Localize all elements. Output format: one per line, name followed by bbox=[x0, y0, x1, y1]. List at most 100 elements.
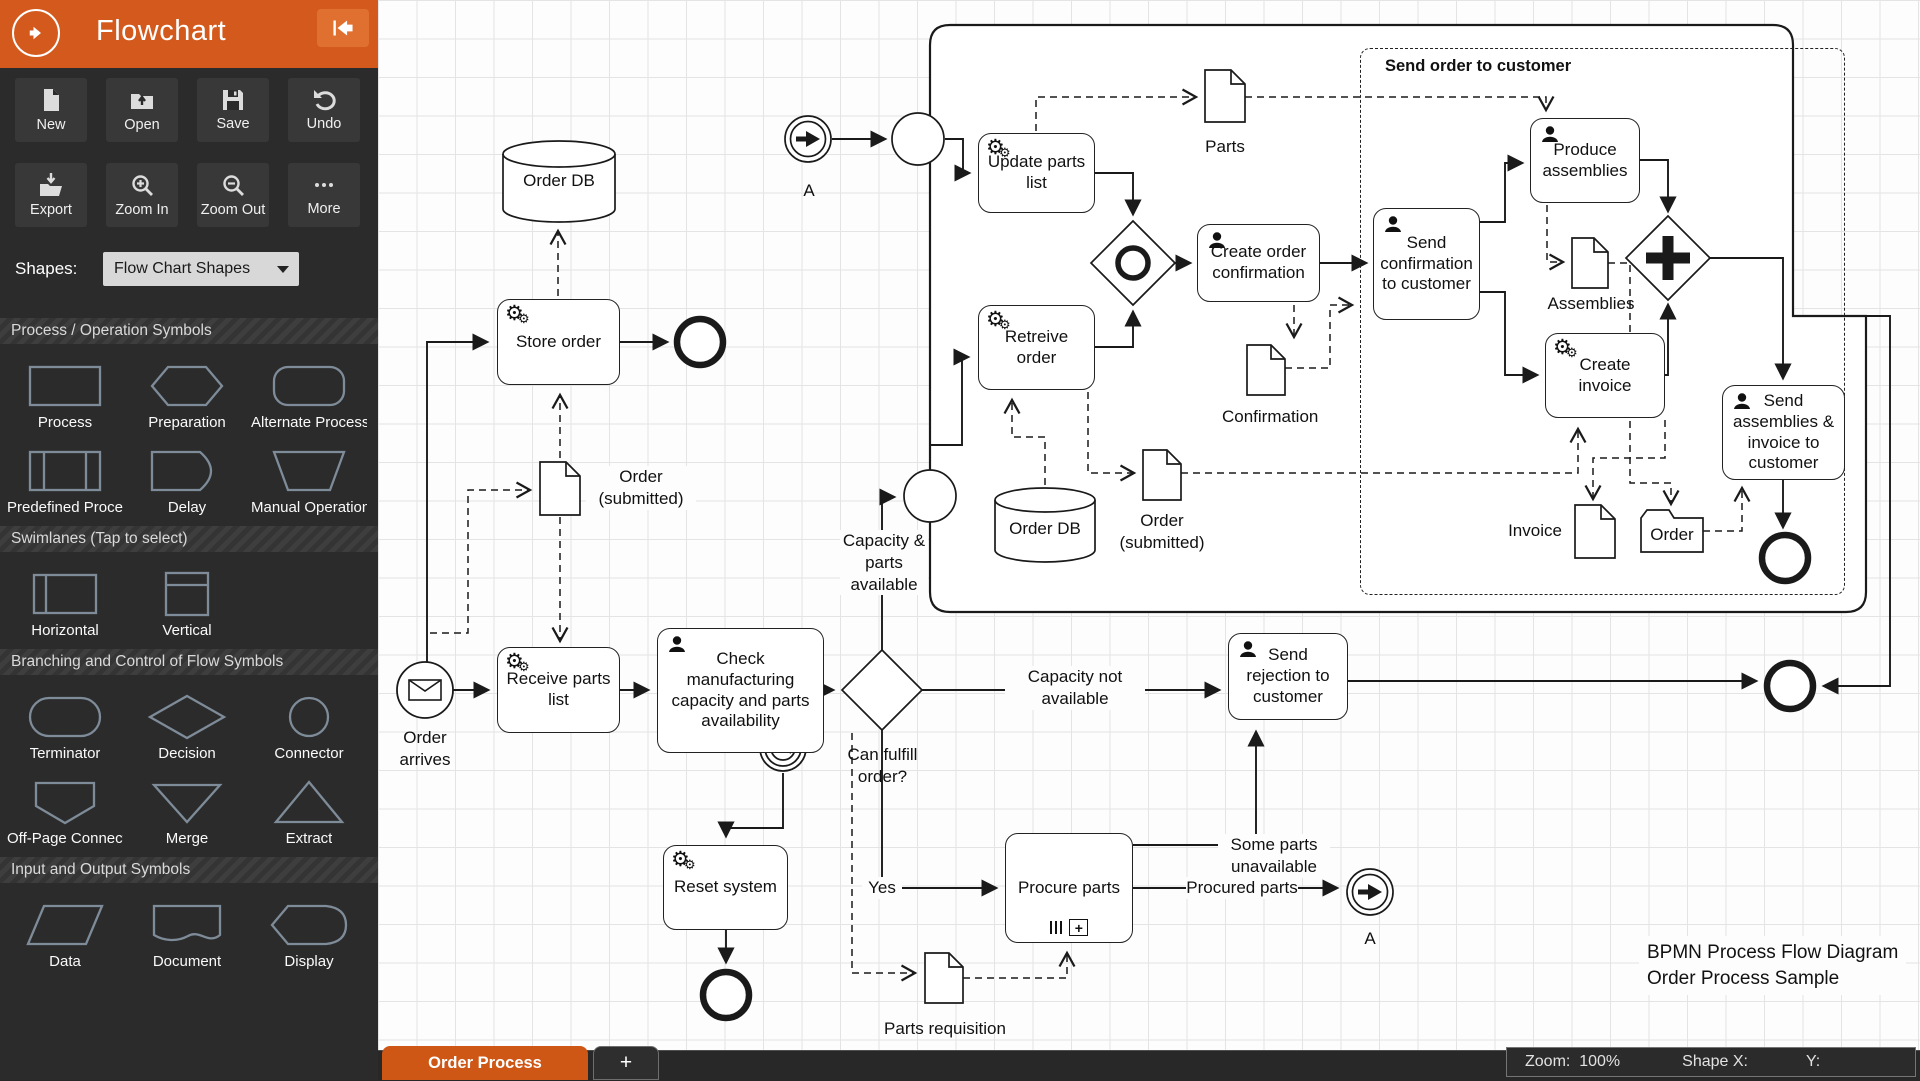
gear-icon: ⚙⚙ bbox=[505, 302, 530, 326]
task-procure-parts[interactable]: Procure parts + bbox=[1005, 833, 1133, 943]
parts-document[interactable] bbox=[1204, 69, 1246, 123]
palette-item-connector[interactable]: Connector bbox=[250, 683, 368, 762]
order-db-top-datastore[interactable] bbox=[502, 140, 616, 223]
palette-item-process[interactable]: Process bbox=[6, 352, 124, 431]
task-receive-parts-list[interactable]: ⚙⚙ Receive parts list bbox=[497, 647, 620, 733]
task-label: Retreive order bbox=[1004, 326, 1069, 367]
zoom-in-button[interactable]: Zoom In bbox=[106, 163, 178, 227]
save-button[interactable]: Save bbox=[197, 78, 269, 142]
decision-gateway-can-fulfill[interactable] bbox=[840, 648, 924, 732]
merge-event-boundary-left[interactable] bbox=[903, 469, 957, 523]
task-label: Send assemblies & invoice to customer bbox=[1732, 391, 1835, 473]
invoice-document[interactable] bbox=[1574, 504, 1616, 559]
palette-item-label: Data bbox=[49, 953, 81, 970]
task-label: Check manufacturing capacity and parts a… bbox=[671, 649, 810, 731]
palette-item-data[interactable]: Data bbox=[6, 891, 124, 970]
palette-section-header: Input and Output Symbols bbox=[0, 857, 378, 883]
person-icon bbox=[1734, 393, 1750, 409]
export-icon bbox=[40, 173, 62, 196]
more-button[interactable]: More bbox=[288, 163, 360, 227]
collapse-sidebar-button[interactable] bbox=[317, 9, 369, 47]
task-retreive-order[interactable]: ⚙⚙ Retreive order bbox=[978, 305, 1095, 390]
plus-icon: + bbox=[619, 1051, 633, 1074]
undo-button[interactable]: Undo bbox=[288, 78, 360, 142]
end-event-reset[interactable] bbox=[699, 968, 753, 1022]
diamond-shape-icon bbox=[147, 694, 227, 740]
palette-item-delay[interactable]: Delay bbox=[128, 437, 246, 516]
diagram-canvas[interactable]: Send order to customer ⚙⚙ Store order ⚙⚙… bbox=[378, 0, 1920, 1050]
palette-item-decision[interactable]: Decision bbox=[128, 683, 246, 762]
task-check-capacity[interactable]: Check manufacturing capacity and parts a… bbox=[657, 628, 824, 753]
order-arrives-start-event[interactable] bbox=[396, 661, 454, 719]
palette-item-label: Document bbox=[152, 953, 222, 970]
assemblies-document[interactable] bbox=[1571, 237, 1609, 289]
task-update-parts-list[interactable]: ⚙⚙ Update parts list bbox=[978, 133, 1095, 213]
delay-shape-icon bbox=[150, 450, 213, 492]
hexagon-shape-icon bbox=[150, 365, 224, 407]
palette-item-off-page-connector[interactable]: Off-Page Connector bbox=[6, 768, 124, 847]
task-send-assemblies-invoice[interactable]: Send assemblies & invoice to customer bbox=[1722, 385, 1845, 480]
confirmation-document[interactable] bbox=[1246, 344, 1286, 396]
button-label: Zoom In bbox=[115, 201, 169, 218]
collapse-left-icon bbox=[333, 20, 353, 36]
palette-item-display[interactable]: Display bbox=[250, 891, 368, 970]
order-db-sub-datastore[interactable] bbox=[994, 487, 1096, 563]
task-send-rejection[interactable]: Send rejection to customer bbox=[1228, 633, 1348, 720]
back-button[interactable] bbox=[12, 9, 60, 57]
display-shape-icon bbox=[270, 904, 348, 946]
palette-item-label: Process bbox=[37, 414, 93, 431]
palette-item-alternate-process[interactable]: Alternate Process bbox=[250, 352, 368, 431]
parts-requisition-document[interactable] bbox=[924, 952, 964, 1004]
task-label: Receive parts list bbox=[506, 669, 611, 709]
shape-library-dropdown[interactable]: Flow Chart Shapes bbox=[103, 252, 299, 286]
data-associations[interactable] bbox=[430, 88, 1751, 982]
order-submitted-2-document[interactable] bbox=[1142, 449, 1182, 501]
link-event-a-bottom[interactable] bbox=[1346, 868, 1394, 916]
tab-label: Order Process bbox=[428, 1053, 542, 1072]
palette-item-terminator[interactable]: Terminator bbox=[6, 683, 124, 762]
shapes-label: Shapes: bbox=[15, 259, 78, 278]
parallel-gateway[interactable] bbox=[1624, 214, 1712, 302]
task-send-confirmation[interactable]: Send confirmation to customer bbox=[1373, 208, 1480, 320]
palette-item-vertical[interactable]: Vertical bbox=[128, 560, 246, 639]
open-button[interactable]: Open bbox=[106, 78, 178, 142]
palette-item-merge[interactable]: Merge bbox=[128, 768, 246, 847]
button-label: Export bbox=[30, 202, 72, 218]
order-folder[interactable] bbox=[1640, 509, 1704, 553]
link-event-a-top[interactable] bbox=[784, 115, 832, 163]
end-event-store-order[interactable] bbox=[673, 315, 727, 369]
status-info-box: Zoom: 100% Shape X: Y: bbox=[1506, 1047, 1916, 1077]
palette-item-manual-operation[interactable]: Manual Operation bbox=[250, 437, 368, 516]
order-submitted-1-document[interactable] bbox=[539, 461, 581, 516]
task-label: Produce assemblies bbox=[1542, 139, 1628, 180]
task-produce-assemblies[interactable]: Produce assemblies bbox=[1530, 118, 1640, 203]
add-tab-button[interactable]: + bbox=[593, 1046, 659, 1080]
entry-event-boundary-top[interactable] bbox=[891, 112, 945, 166]
inclusive-gateway[interactable] bbox=[1089, 219, 1177, 307]
palette-item-preparation[interactable]: Preparation bbox=[128, 352, 246, 431]
palette-section-header: Process / Operation Symbols bbox=[0, 318, 378, 344]
end-event-main[interactable] bbox=[1763, 659, 1817, 713]
task-store-order[interactable]: ⚙⚙ Store order bbox=[497, 299, 620, 385]
task-reset-system[interactable]: ⚙⚙ Reset system bbox=[663, 845, 788, 930]
task-create-order-confirmation[interactable]: Create order confirmation bbox=[1197, 224, 1320, 302]
tab-order-process[interactable]: Order Process bbox=[382, 1046, 588, 1080]
send-order-group[interactable]: Send order to customer bbox=[1360, 48, 1845, 595]
person-icon bbox=[1542, 126, 1558, 142]
palette-item-label: Predefined Process bbox=[7, 499, 123, 516]
palette-item-document[interactable]: Document bbox=[128, 891, 246, 970]
zoom-out-icon bbox=[222, 174, 244, 196]
palette-section-header: Swimlanes (Tap to select) bbox=[0, 526, 378, 552]
export-button[interactable]: Export bbox=[15, 163, 87, 227]
end-event-subprocess[interactable] bbox=[1758, 531, 1812, 585]
task-create-invoice[interactable]: ⚙⚙ Create invoice bbox=[1545, 333, 1665, 418]
confirmation-label: Confirmation bbox=[1222, 407, 1319, 426]
palette-item-predefined-process[interactable]: Predefined Process bbox=[6, 437, 124, 516]
new-button[interactable]: New bbox=[15, 78, 87, 142]
palette-item-horizontal[interactable]: Horizontal bbox=[6, 560, 124, 639]
manual-shape-icon bbox=[272, 450, 346, 492]
zoom-out-button[interactable]: Zoom Out bbox=[197, 163, 269, 227]
new-file-icon bbox=[44, 89, 59, 111]
palette-item-extract[interactable]: Extract bbox=[250, 768, 368, 847]
